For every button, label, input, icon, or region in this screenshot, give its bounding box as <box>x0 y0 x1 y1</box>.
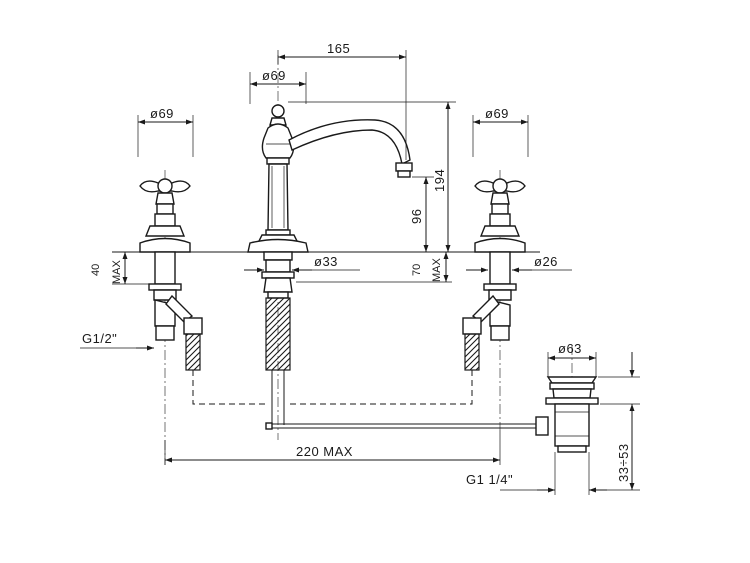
label-total-height: 194 <box>432 169 447 192</box>
label-valve-shank-diameter: ø26 <box>534 254 558 269</box>
label-centers: 220 MAX <box>296 444 353 459</box>
label-right-handle-diameter: ø69 <box>485 106 509 121</box>
dim-spout-height: 96 <box>409 176 434 252</box>
dim-left-handle-diameter: ø69 <box>137 106 194 157</box>
label-shank-length-note: MAX <box>431 258 443 283</box>
label-spout-diameter: ø69 <box>262 68 286 83</box>
waste-assembly <box>545 376 599 453</box>
dim-spout-diameter: ø69 <box>249 68 307 104</box>
dim-deck-thickness: 40 MAX <box>90 252 150 285</box>
dim-inlet-thread: G1/2" <box>80 331 154 351</box>
dim-valve-shank-diameter: ø26 <box>466 254 572 273</box>
popup-rod <box>265 416 549 436</box>
label-inlet-thread: G1/2" <box>82 331 117 346</box>
dim-shank-length: 70 MAX <box>296 252 452 283</box>
label-shank-length-value: 70 <box>411 264 423 276</box>
dim-total-height: 194 <box>288 101 456 253</box>
label-waste-diameter: ø63 <box>558 341 582 356</box>
hose-connections <box>192 370 473 405</box>
dim-centers: 220 MAX <box>164 430 501 465</box>
right-valve <box>462 178 526 371</box>
label-left-handle-diameter: ø69 <box>150 106 174 121</box>
dim-waste-range: 33÷53 <box>590 352 640 491</box>
spout-shank <box>261 251 295 425</box>
dim-waste-thread: G1 1/4" <box>466 452 607 495</box>
label-spout-reach: 165 <box>327 41 350 56</box>
spout-body <box>247 104 413 253</box>
left-valve <box>139 178 203 371</box>
label-waste-range: 33÷53 <box>616 443 631 482</box>
label-shank-diameter: ø33 <box>314 254 338 269</box>
center-lines <box>164 55 573 465</box>
dim-shank-diameter: ø33 <box>244 254 360 273</box>
dim-waste-diameter: ø63 <box>547 341 597 377</box>
dim-right-handle-diameter: ø69 <box>472 106 529 157</box>
label-deck-thickness-value: 40 <box>90 264 102 276</box>
dim-spout-reach: 165 <box>277 41 407 160</box>
label-waste-thread: G1 1/4" <box>466 472 513 487</box>
label-spout-height: 96 <box>409 209 424 224</box>
label-deck-thickness-note: MAX <box>111 260 123 285</box>
